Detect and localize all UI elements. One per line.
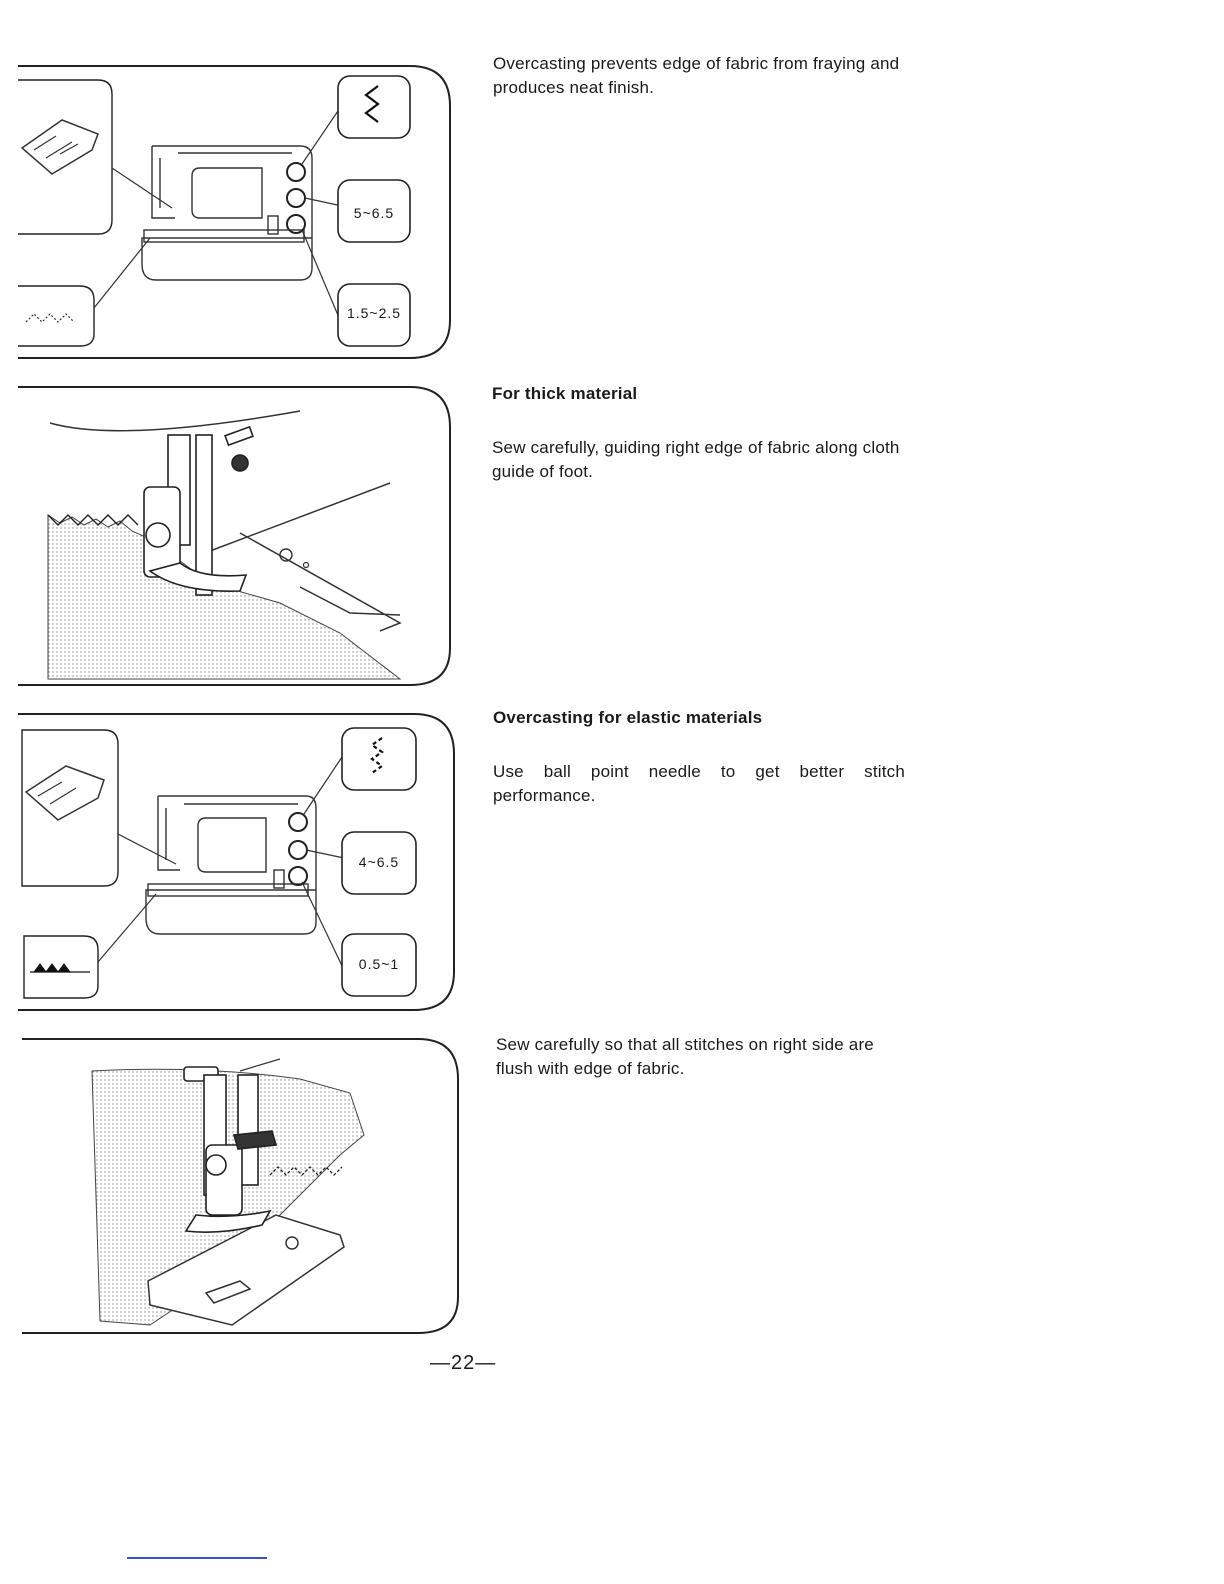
scan-artifact-line: [127, 1557, 267, 1559]
presser-foot-inset: [21, 729, 119, 887]
flush-stitching-block: Sew carefully so that all stitches on ri…: [496, 1033, 911, 1081]
stitch-length-setting: 0.5~1: [359, 956, 399, 972]
stitch-length-callout: 1.5~2.5: [337, 283, 411, 347]
stitch-sample-inset: [18, 285, 95, 347]
stitch-width-callout: 4~6.5: [341, 831, 417, 895]
elastic-materials-description: Use ball point needle to get better stit…: [493, 762, 905, 805]
stitch-pattern-callout: [337, 75, 411, 139]
machine-dials: [286, 162, 306, 234]
elastic-materials-heading: Overcasting for elastic materials: [493, 708, 763, 727]
stitch-width-callout: 5~6.5: [337, 179, 411, 243]
machine-dials: [288, 812, 308, 886]
thick-material-description: Sew carefully, guiding right edge of fab…: [492, 438, 900, 481]
elastic-materials-block: Overcasting for elastic materials Use ba…: [493, 706, 905, 808]
page-number: —22—: [430, 1352, 497, 1374]
illustration-elastic-settings: 4~6.5 0.5~1: [0, 710, 460, 1015]
stitch-width-setting: 4~6.5: [359, 854, 399, 870]
presser-foot-drawing: [143, 425, 254, 596]
sewing-machine-drawing: [141, 145, 313, 281]
flush-stitching-description: Sew carefully so that all stitches on ri…: [496, 1035, 874, 1078]
thick-material-block: For thick material Sew carefully, guidin…: [492, 382, 907, 484]
stitch-length-callout: 0.5~1: [341, 933, 417, 997]
stitch-width-setting: 5~6.5: [354, 205, 394, 221]
illustration-flush-stitching: [0, 1035, 465, 1340]
presser-foot-drawing: [183, 1066, 278, 1233]
illustration-overcasting-settings: 5~6.5 1.5~2.5: [0, 58, 460, 363]
overcasting-description: Overcasting prevents edge of fabric from…: [493, 54, 900, 97]
overcasting-description-block: Overcasting prevents edge of fabric from…: [493, 52, 913, 100]
illustration-thick-material: [0, 383, 460, 693]
stitch-sample-inset: [23, 935, 99, 999]
stitch-length-setting: 1.5~2.5: [347, 305, 401, 321]
thick-material-heading: For thick material: [492, 384, 638, 403]
presser-foot-inset: [18, 79, 113, 235]
stitch-pattern-callout: [341, 727, 417, 791]
